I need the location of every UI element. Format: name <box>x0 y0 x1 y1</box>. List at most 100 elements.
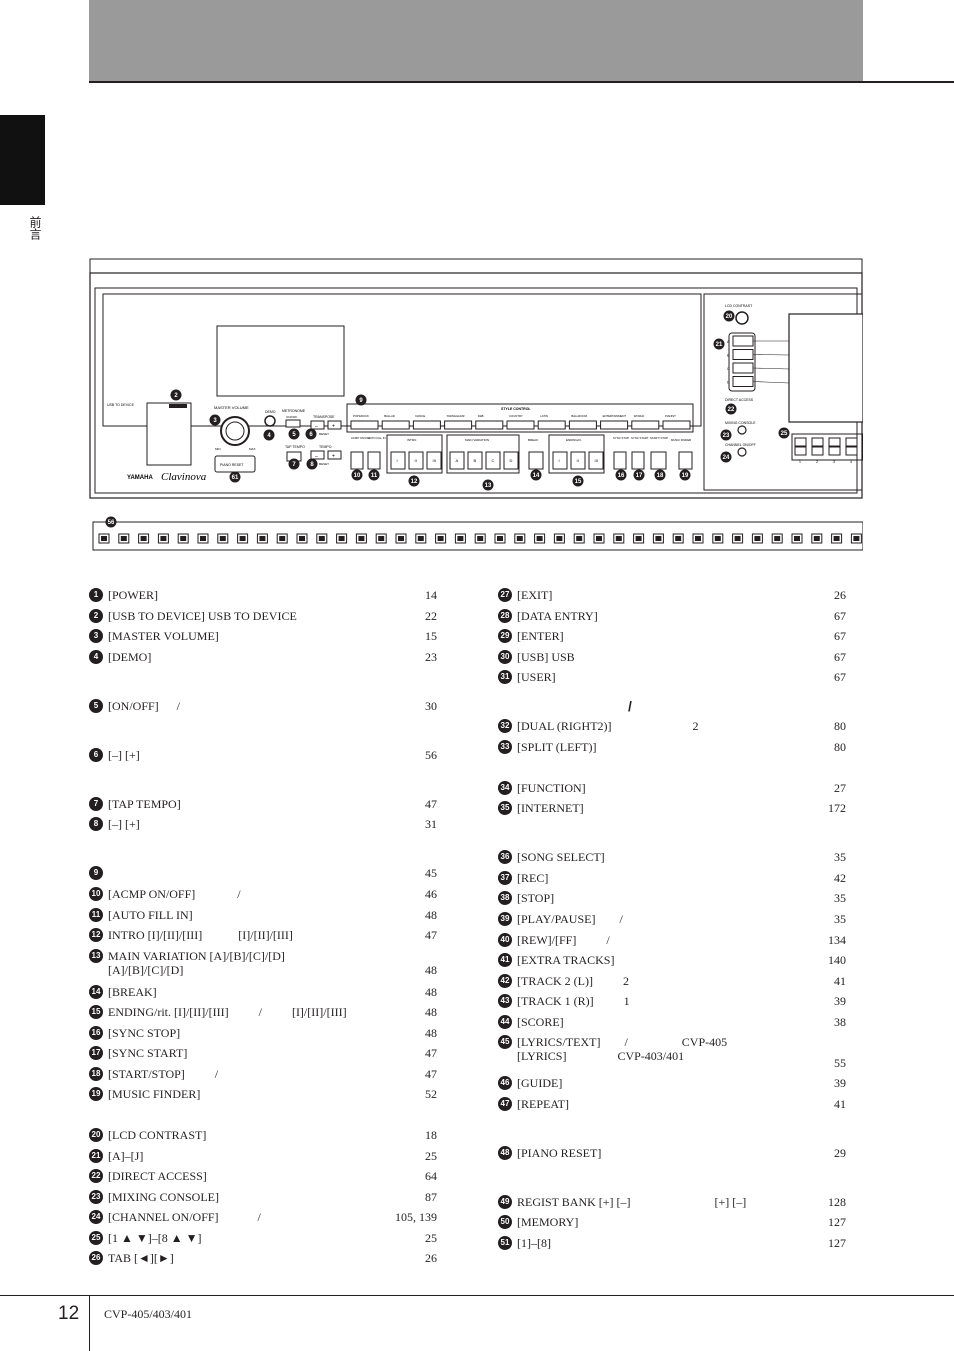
panel-icon-glyph <box>536 536 543 541</box>
intro-button <box>390 451 406 470</box>
svg-text:MIXING CONSOLE: MIXING CONSOLE <box>725 421 756 425</box>
lcd-down-button <box>845 446 858 456</box>
svg-text:METRONOME: METRONOME <box>282 409 306 413</box>
index-entry: 34[FUNCTION]27 <box>498 781 846 797</box>
callout-number: 3 <box>213 418 217 424</box>
lcd-side-letter: D <box>727 381 730 385</box>
index-entry: 4[DEMO]23 <box>89 650 437 666</box>
index-entry: 31[USER]67 <box>498 670 846 686</box>
lcd-up-button <box>828 437 841 447</box>
callout-number: 24 <box>723 455 730 461</box>
entry-page: 64 <box>425 1169 437 1183</box>
style-button-label: COUNTRY <box>509 414 523 418</box>
callout-badge <box>305 428 317 440</box>
panel-icon-glyph <box>714 536 721 541</box>
index-entry: 28[DATA ENTRY]67 <box>498 609 846 625</box>
panel-icon-glyph <box>417 536 424 541</box>
entry-page: 27 <box>834 781 846 795</box>
entry-number-badge: 39 <box>498 912 512 926</box>
main-variation-button <box>467 451 483 470</box>
callout-badge <box>720 429 732 441</box>
panel-icon-glyph <box>655 536 662 541</box>
ending-button-label: I <box>559 458 560 463</box>
callout-number: 61 <box>232 475 239 481</box>
callout-badge <box>482 479 494 491</box>
lcd-up-button <box>794 437 807 447</box>
entry-page: 127 <box>828 1236 846 1250</box>
index-entry: 38[STOP]35 <box>498 891 846 907</box>
entry-number-badge: 6 <box>89 748 103 762</box>
panel-icon-glyph <box>497 536 503 541</box>
entry-page: 38 <box>834 1015 846 1029</box>
callout-badge <box>351 469 363 481</box>
entry-label: [A]–[J] <box>108 1149 144 1163</box>
style-button-label: POP&ROCK <box>353 414 369 418</box>
entry-number-badge: 24 <box>89 1210 103 1224</box>
header-rule <box>89 81 954 83</box>
callout-number: 22 <box>728 407 735 413</box>
entry-page: 35 <box>834 850 846 864</box>
style-button-label: BALLROOM <box>571 414 587 418</box>
entry-page: 172 <box>828 801 846 815</box>
index-entry: 10[ACMP ON/OFF] /46 <box>89 887 437 903</box>
entry-number-badge: 47 <box>498 1097 512 1111</box>
callout-number: 4 <box>267 433 271 439</box>
entry-number-badge: 37 <box>498 871 512 885</box>
callout-badge <box>720 451 732 463</box>
index-entry: 41[EXTRA TRACKS]140 <box>498 953 846 969</box>
panel-icon-glyph <box>556 536 563 541</box>
index-entry: 48[PIANO RESET]29 <box>498 1146 846 1162</box>
entry-number-badge: 25 <box>89 1231 103 1245</box>
panel-icon-glyph <box>299 536 305 541</box>
entry-page: 26 <box>834 588 846 602</box>
svg-text:TAP TEMPO: TAP TEMPO <box>285 445 305 449</box>
intro-button <box>408 451 424 470</box>
entry-page: 55 <box>834 1056 846 1070</box>
lcd-up-button <box>811 437 824 447</box>
entry-page: 48 <box>425 985 437 999</box>
lcd-side-button <box>732 349 754 360</box>
main-variation-button <box>449 451 465 470</box>
lcd-side-letter: A <box>727 340 730 344</box>
entry-page: 39 <box>834 1076 846 1090</box>
entry-page: 23 <box>425 650 437 664</box>
panel-icon-glyph <box>675 536 682 541</box>
entry-number-badge: 43 <box>498 994 512 1008</box>
intro-button-label: III <box>433 458 436 463</box>
entry-number-badge: 29 <box>498 629 512 643</box>
entry-number-badge: 23 <box>89 1190 103 1204</box>
entry-number-badge: 45 <box>498 1035 512 1049</box>
entry-number-badge: 32 <box>498 719 512 733</box>
entry-page: 35 <box>834 912 846 926</box>
entry-page: 41 <box>834 1097 846 1111</box>
lcd-down-button <box>828 446 841 456</box>
entry-page: 45 <box>425 866 437 880</box>
break-label: BREAK <box>528 438 538 442</box>
svg-text:+: + <box>332 424 335 430</box>
panel-icon-glyph <box>318 536 325 541</box>
ending-label: ENDING/rit. <box>566 438 582 442</box>
sync-start-label: SYNC START <box>631 436 649 440</box>
entry-label: [STOP] <box>517 891 555 905</box>
music-finder-label: MUSIC FINDER <box>671 438 691 442</box>
index-entry: 37[REC]42 <box>498 871 846 887</box>
callout-number: 15 <box>575 479 582 485</box>
index-entry: 6[–] [+]56 <box>89 748 437 764</box>
callout-number: 56 <box>108 520 115 526</box>
panel-icon-glyph <box>120 536 127 541</box>
entry-number-badge: 10 <box>89 887 103 901</box>
entry-label: [–] [+] <box>108 817 140 831</box>
svg-text:–: – <box>315 424 318 430</box>
index-entry: 14[BREAK]48 <box>89 985 437 1001</box>
index-entry: 47[REPEAT]41 <box>498 1097 846 1113</box>
entry-label: REGIST BANK [+] [–] [+] [–] <box>517 1195 747 1209</box>
entry-page: 67 <box>834 670 846 684</box>
entry-label: [GUIDE] <box>517 1076 563 1090</box>
entry-page: 46 <box>425 887 437 901</box>
entry-number-badge: 9 <box>89 866 103 880</box>
callout-badge <box>288 458 300 470</box>
index-entry: 39[PLAY/PAUSE] /35 <box>498 912 846 928</box>
callout-badge <box>723 310 735 322</box>
